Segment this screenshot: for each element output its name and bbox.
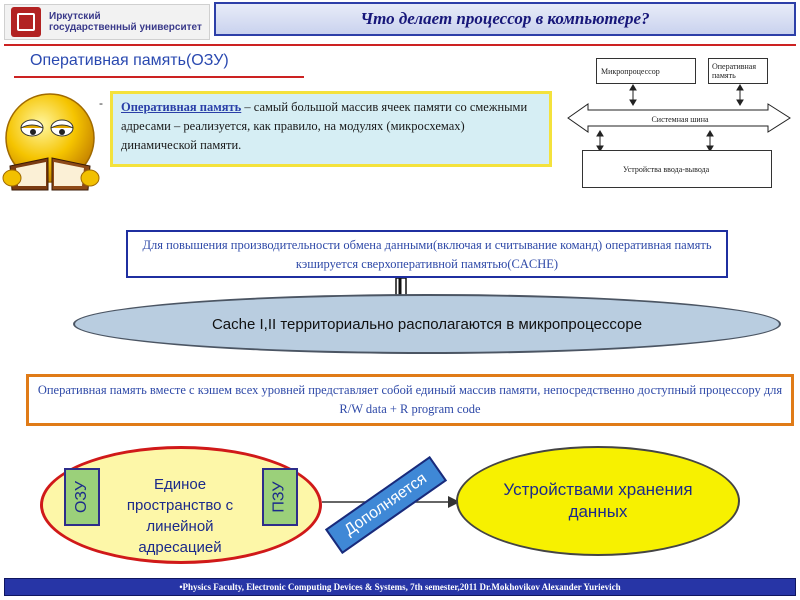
diagram-io-box: Устройства ввода-вывода xyxy=(582,150,772,188)
architecture-diagram-lines xyxy=(567,84,791,152)
diagram-bus-label: Системная шина xyxy=(651,114,709,124)
diagram-cpu-box: Микропроцессор xyxy=(596,58,696,84)
unified-memory-note: Оперативная память вместе с кэшем всех у… xyxy=(26,374,794,426)
logo-text: Иркутский государственный университет xyxy=(49,11,202,33)
definition-box: Оперативная память – самый большой масси… xyxy=(110,91,552,167)
dash-marker: - xyxy=(99,96,103,110)
definition-term: Оперативная память xyxy=(121,100,242,114)
cache-location-ellipse: Cache I,II территориально располагаются … xyxy=(73,294,781,354)
university-logo: Иркутский государственный университет xyxy=(4,4,210,40)
slide-title: Что делает процессор в компьютере? xyxy=(214,2,796,36)
diagram-ram-box: Оперативная память xyxy=(708,58,768,84)
pzu-box: ПЗУ xyxy=(262,468,298,526)
definition-text: – самый большой массив ячеек памяти со с… xyxy=(121,100,528,152)
slide-footer: •Physics Faculty, Electronic Computing D… xyxy=(4,578,796,596)
ozu-box: ОЗУ xyxy=(64,468,100,526)
cache-note-box: Для повышения производительности обмена … xyxy=(126,230,728,278)
reading-smiley-icon xyxy=(2,93,100,191)
address-space-label: Единое пространство с линейной адресацие… xyxy=(126,476,234,556)
header-divider xyxy=(4,44,796,46)
subtitle-underline xyxy=(14,76,304,78)
section-subtitle: Оперативная память(ОЗУ) xyxy=(30,52,229,69)
university-emblem-icon xyxy=(11,7,41,37)
storage-devices-ellipse: Устройствами хранения данных xyxy=(456,446,740,556)
